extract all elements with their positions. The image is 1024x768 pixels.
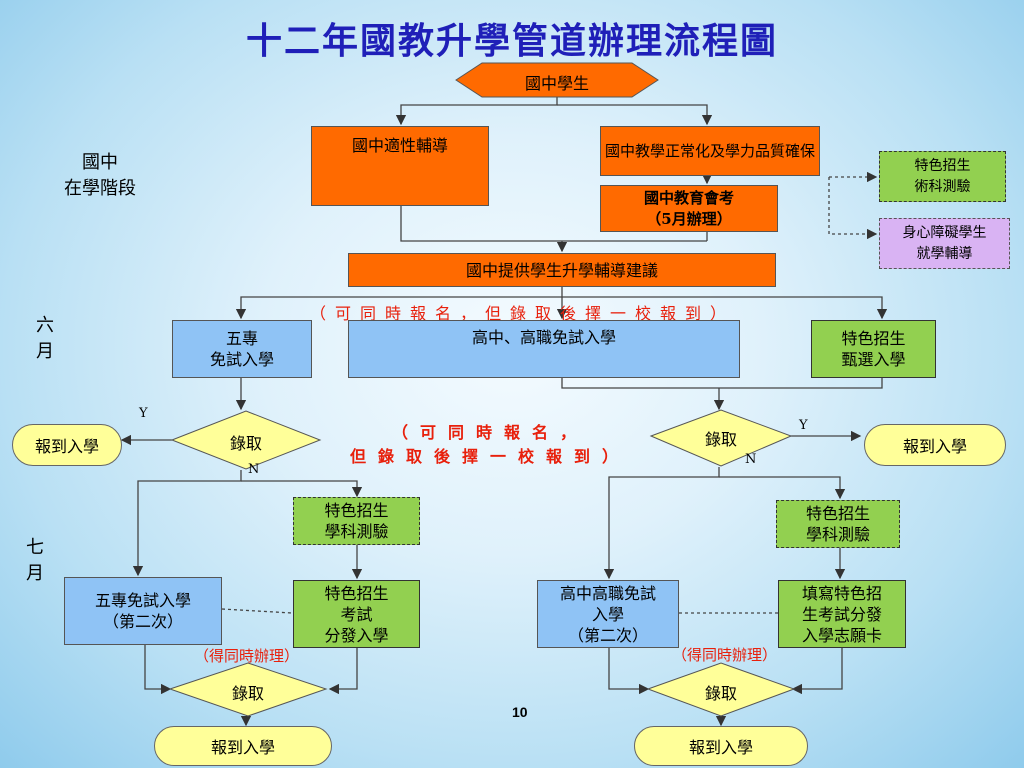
node-special-select: 特色招生 甄選入學 [811,320,936,378]
node-special-exam: 特色招生 考試 分發入學 [293,580,420,648]
label-n-right: N [745,452,757,467]
stage-june: 六 月 [36,315,54,362]
start-hexagon [455,62,659,98]
node-high-second: 高中高職免試 入學 （第二次） [537,580,679,648]
node-report-bottom-left: 報到入學 [154,726,332,766]
node-advice: 國中提供學生升學輔導建議 [348,253,776,287]
node-subject-test-right: 特色招生 學科測驗 [776,500,900,548]
label-y-left: Y [139,406,148,421]
node-subject-test-left: 特色招生 學科測驗 [293,497,420,545]
admit-diamond-bottom-right [646,662,796,717]
page-number: 10 [512,704,528,720]
stage-junior: 國中 在學階段 [64,152,136,199]
label-y-right: Y [799,418,808,433]
node-art-test: 特色招生 術科測驗 [879,151,1006,202]
node-high-free: 高中、高職免試入學 [348,320,740,378]
admit-right-label: 錄取 [704,430,737,449]
admit-bottom-left-label: 錄取 [231,684,264,703]
note-simultaneous-top: （可同時報名，但錄取後擇一校報到） [310,304,736,323]
node-report-left: 報到入學 [12,424,122,466]
label-n-left: N [248,462,260,477]
node-student: 國中學生 [524,74,589,93]
admit-diamond-right [649,409,793,467]
stage-july: 七 月 [26,537,44,584]
note-same-time-right: （得同時辦理） [672,646,778,664]
node-teaching: 國中教學正常化及學力品質確保 [600,126,820,176]
admit-diamond-bottom-left [168,662,328,717]
node-five-free: 五專 免試入學 [172,320,312,378]
note-simultaneous-mid: （可同時報名， 但錄取後擇一校報到） [349,423,630,466]
node-guidance: 國中適性輔導 [311,126,489,206]
node-five-second: 五專免試入學 （第二次） [64,577,222,645]
node-exam: 國中教育會考 （5月辦理） [600,185,778,232]
node-report-bottom-right: 報到入學 [634,726,808,766]
note-same-time-left: （得同時辦理） [194,647,300,665]
node-fill-card: 填寫特色招 生考試分發 入學志願卡 [778,580,906,648]
page-title: 十二年國教升學管道辦理流程圖 [245,20,778,62]
admit-diamond-left [170,410,322,470]
admit-left-label: 錄取 [229,434,262,453]
node-disabled: 身心障礙學生 就學輔導 [879,218,1010,269]
node-report-right: 報到入學 [864,424,1006,466]
admit-bottom-right-label: 錄取 [704,684,737,703]
